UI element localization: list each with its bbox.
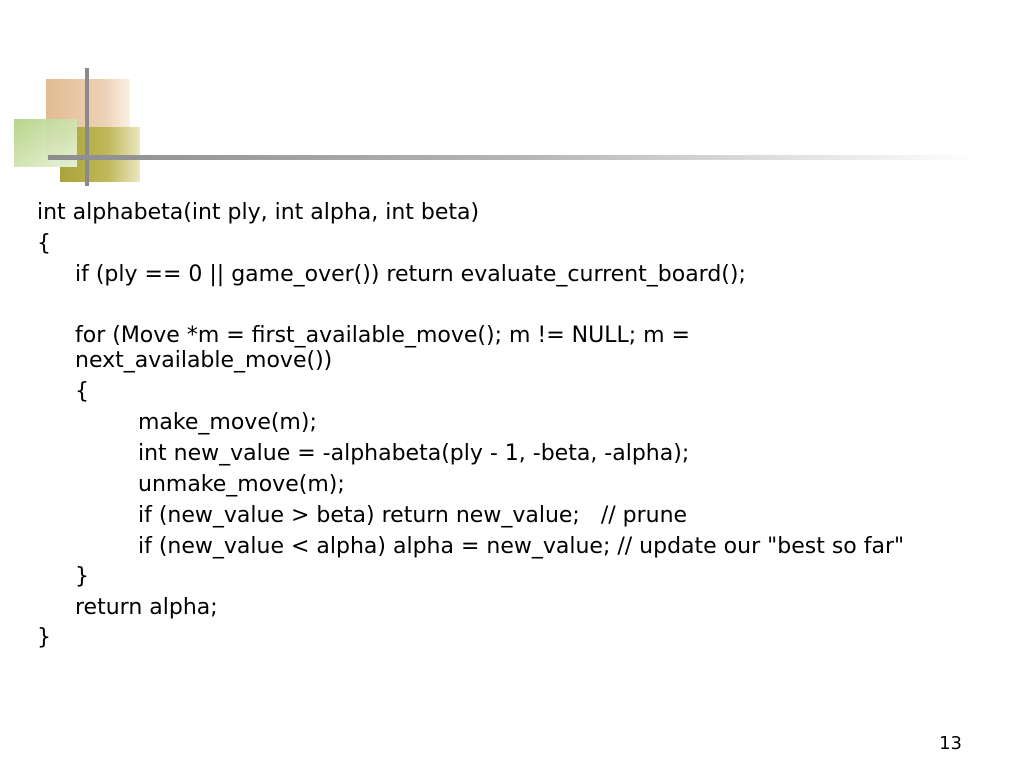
code-line: int new_value = -alphabeta(ply - 1, -bet… (138, 441, 690, 466)
code-line: { (37, 231, 51, 256)
vertical-rule (85, 68, 89, 186)
code-line: } (75, 564, 89, 589)
code-line: } (37, 625, 51, 650)
code-line: return alpha; (75, 595, 218, 620)
title-decoration (14, 68, 978, 186)
code-line: unmake_move(m); (138, 472, 345, 497)
page-number: 13 (939, 733, 962, 754)
code-line: if (ply == 0 || game_over()) return eval… (75, 262, 746, 287)
code-line: next_available_move()) (75, 348, 333, 373)
code-line: if (new_value < alpha) alpha = new_value… (138, 534, 905, 559)
horizontal-rule (48, 155, 978, 160)
code-line: if (new_value > beta) return new_value; … (138, 503, 688, 528)
code-line: int alphabeta(int ply, int alpha, int be… (37, 200, 480, 225)
code-line: for (Move *m = first_available_move(); m… (75, 323, 690, 348)
code-line: make_move(m); (138, 410, 317, 435)
code-line: { (75, 379, 89, 404)
